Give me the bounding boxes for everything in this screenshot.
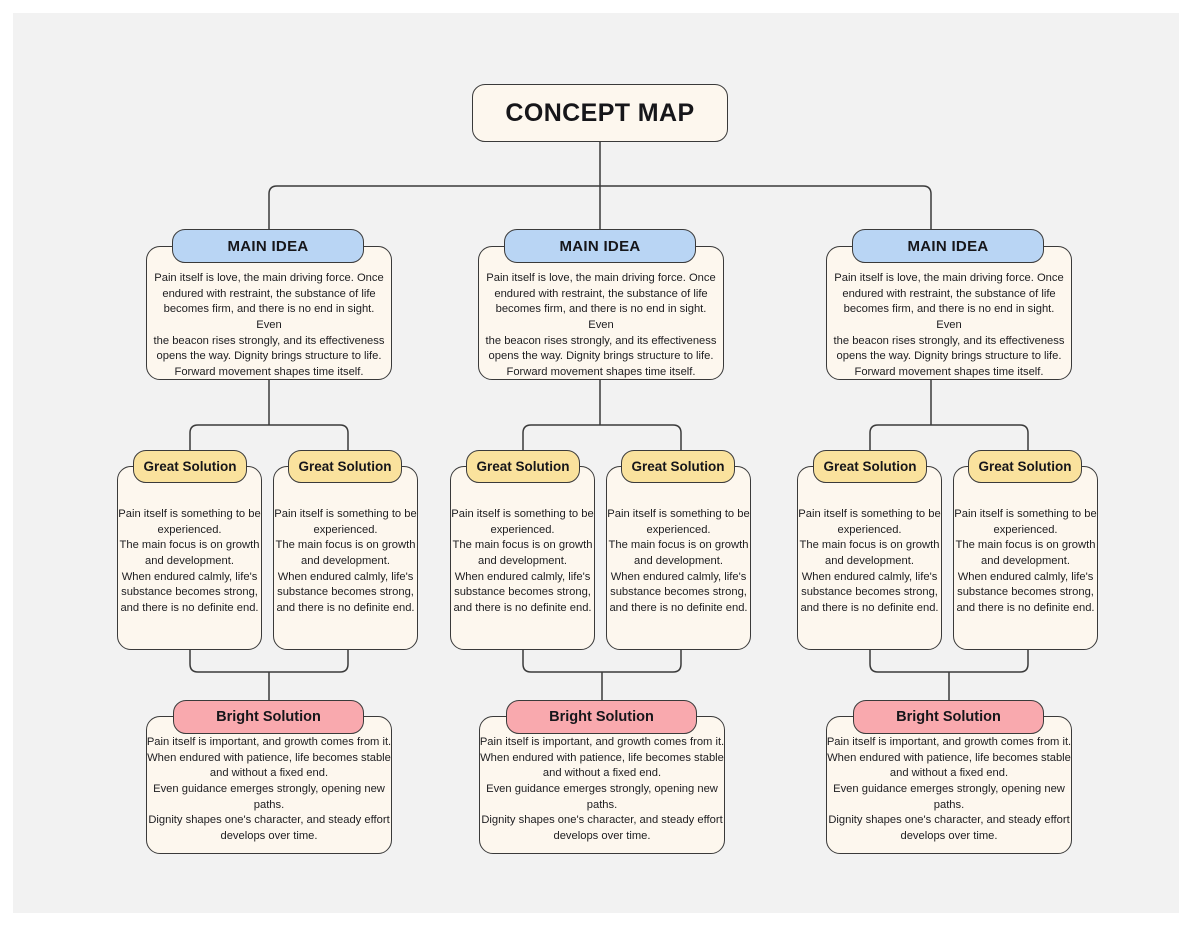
bright-solution-title-3: Bright Solution	[896, 709, 1001, 725]
great-solution-title-2b: Great Solution	[631, 459, 725, 474]
great-solution-pill-1b[interactable]: Great Solution	[288, 450, 402, 483]
connector-b3-merge-bus	[869, 650, 1029, 673]
great-solution-card-1b[interactable]	[273, 466, 418, 650]
main-idea-pill-3[interactable]: MAIN IDEA	[852, 229, 1044, 263]
bright-solution-card-3[interactable]	[826, 716, 1072, 854]
connector-b2-bus	[522, 424, 682, 451]
great-solution-pill-3b[interactable]: Great Solution	[968, 450, 1082, 483]
bright-solution-body-2: Pain itself is important, and growth com…	[479, 736, 725, 843]
connector-root-bus	[268, 185, 932, 232]
great-solution-card-2a[interactable]	[450, 466, 595, 650]
main-idea-card-3[interactable]	[826, 246, 1072, 380]
main-idea-body-2: Pain itself is love, the main driving fo…	[485, 272, 717, 379]
great-solution-body-2b: Pain itself is something to be experienc…	[607, 508, 750, 615]
bright-solution-card-1[interactable]	[146, 716, 392, 854]
root-node-title: CONCEPT MAP	[505, 98, 695, 127]
root-node-concept-map[interactable]: CONCEPT MAP	[472, 84, 728, 142]
great-solution-pill-2a[interactable]: Great Solution	[466, 450, 580, 483]
main-idea-pill-1[interactable]: MAIN IDEA	[172, 229, 364, 263]
bright-solution-body-3: Pain itself is important, and growth com…	[826, 736, 1072, 843]
main-idea-title-1: MAIN IDEA	[227, 237, 309, 255]
great-solution-card-2b[interactable]	[606, 466, 751, 650]
main-idea-title-3: MAIN IDEA	[907, 237, 989, 255]
bright-solution-pill-2[interactable]: Bright Solution	[506, 700, 697, 734]
bright-solution-title-2: Bright Solution	[549, 709, 654, 725]
main-idea-title-2: MAIN IDEA	[559, 237, 641, 255]
great-solution-title-1b: Great Solution	[298, 459, 392, 474]
great-solution-body-1a: Pain itself is something to be experienc…	[118, 508, 261, 615]
great-solution-card-1a[interactable]	[117, 466, 262, 650]
great-solution-body-3a: Pain itself is something to be experienc…	[798, 508, 941, 615]
bright-solution-pill-3[interactable]: Bright Solution	[853, 700, 1044, 734]
bright-solution-title-1: Bright Solution	[216, 709, 321, 725]
connector-b2-merge-bus	[522, 650, 682, 673]
bright-solution-pill-1[interactable]: Bright Solution	[173, 700, 364, 734]
great-solution-body-1b: Pain itself is something to be experienc…	[274, 508, 417, 615]
connector-b1-bus	[189, 424, 349, 451]
main-idea-body-3: Pain itself is love, the main driving fo…	[833, 272, 1065, 379]
great-solution-body-3b: Pain itself is something to be experienc…	[954, 508, 1097, 615]
great-solution-title-3a: Great Solution	[823, 459, 917, 474]
great-solution-pill-2b[interactable]: Great Solution	[621, 450, 735, 483]
main-idea-body-1: Pain itself is love, the main driving fo…	[153, 272, 385, 379]
great-solution-pill-3a[interactable]: Great Solution	[813, 450, 927, 483]
great-solution-title-2a: Great Solution	[476, 459, 570, 474]
main-idea-card-2[interactable]	[478, 246, 724, 380]
main-idea-pill-2[interactable]: MAIN IDEA	[504, 229, 696, 263]
connector-b3-bus	[869, 424, 1029, 451]
great-solution-pill-1a[interactable]: Great Solution	[133, 450, 247, 483]
connector-b1-merge-bus	[189, 650, 349, 673]
great-solution-title-1a: Great Solution	[143, 459, 237, 474]
great-solution-body-2a: Pain itself is something to be experienc…	[451, 508, 594, 615]
main-idea-card-1[interactable]	[146, 246, 392, 380]
great-solution-card-3b[interactable]	[953, 466, 1098, 650]
great-solution-title-3b: Great Solution	[978, 459, 1072, 474]
bright-solution-card-2[interactable]	[479, 716, 725, 854]
bright-solution-body-1: Pain itself is important, and growth com…	[146, 736, 392, 843]
